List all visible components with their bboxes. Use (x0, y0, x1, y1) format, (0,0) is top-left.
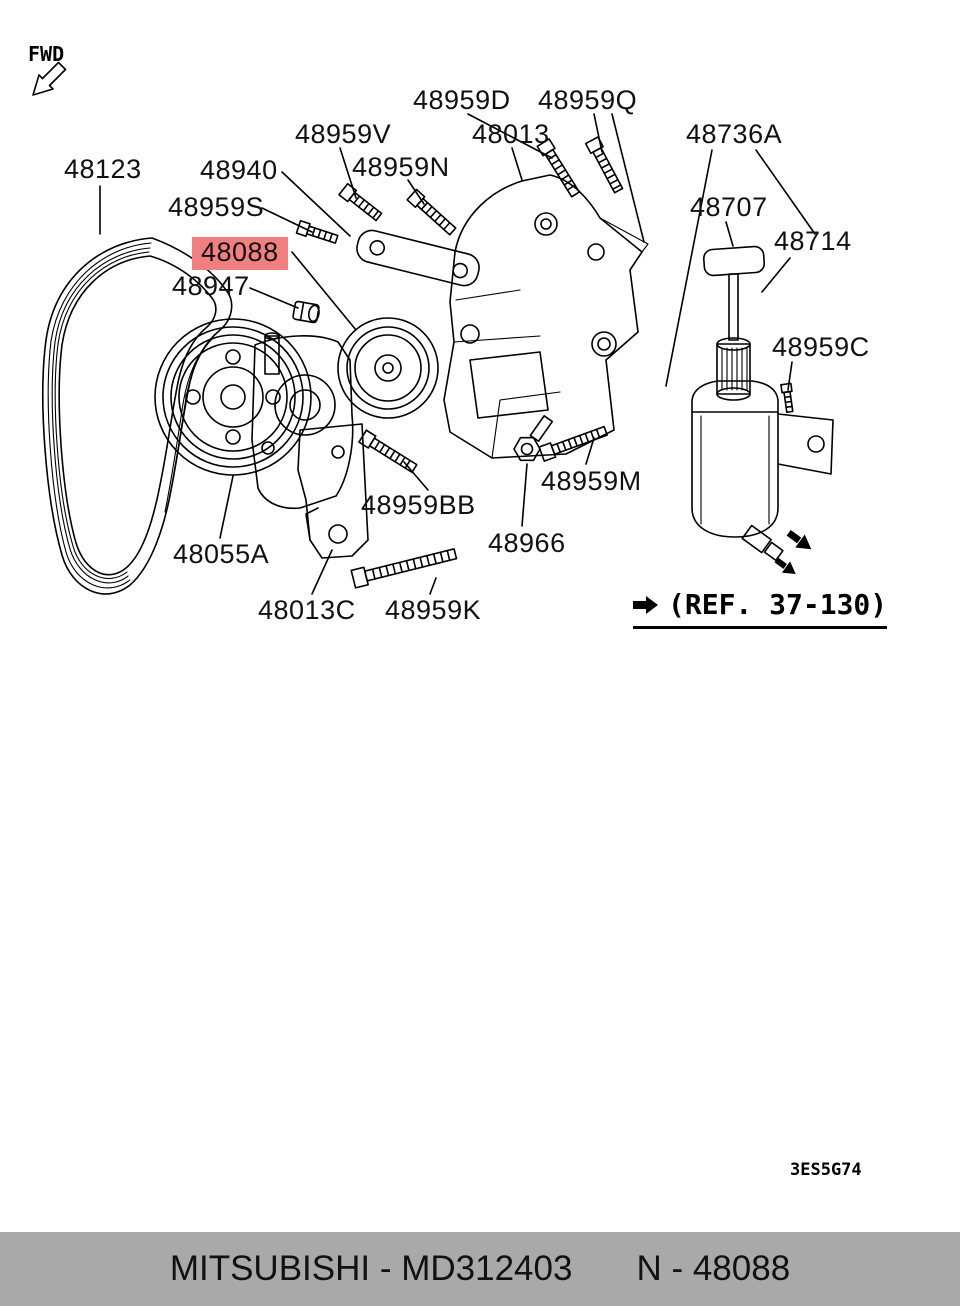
bolt-48959v-drawing (338, 182, 383, 222)
ref-arrow-icon (633, 595, 658, 614)
part-label-48959V: 48959V (295, 119, 392, 149)
fwd-arrow-icon (32, 61, 67, 96)
bolt-48959n-drawing (406, 188, 457, 236)
fitting-48947-drawing (292, 300, 320, 324)
bolt-48959q-drawing (584, 136, 624, 194)
bolt-48959bb-drawing (358, 429, 418, 474)
part-label-48714: 48714 (774, 226, 852, 256)
part-label-48707: 48707 (690, 192, 768, 222)
leader-lines (99, 113, 816, 595)
part-label-48959N: 48959N (352, 152, 450, 182)
part-label-48055A: 48055A (173, 539, 270, 569)
part-label-48940: 48940 (200, 155, 278, 185)
bolt-48959s-drawing (295, 219, 339, 244)
part-label-48959Q: 48959Q (538, 85, 638, 115)
bolt-48959k-drawing (350, 548, 458, 589)
footer-part-ref: N - 48088 (636, 1249, 791, 1288)
part-label-48959K: 48959K (385, 595, 482, 625)
ref-note-text: (REF. 37-130) (668, 588, 888, 621)
footer-manufacturer-part: MITSUBISHI - MD312403 (169, 1249, 573, 1288)
reference-note: (REF. 37-130) (633, 588, 888, 629)
flow-arrow-icon (774, 557, 796, 575)
pump-pulley-drawing (154, 318, 312, 476)
pump-body-drawing (251, 332, 354, 510)
part-label-48959C: 48959C (772, 332, 870, 362)
bolt-48959d-drawing (536, 138, 581, 198)
pump-bracket-plate-drawing (297, 423, 369, 559)
idler-pulley-drawing (337, 317, 439, 419)
part-label-48959BB: 48959BB (361, 490, 476, 520)
parts-diagram-drawing (32, 61, 834, 595)
part-label-48013: 48013 (472, 119, 550, 149)
part-label-48947: 48947 (172, 271, 250, 301)
footer-bar: MITSUBISHI - MD312403 N - 48088 (0, 1232, 960, 1306)
drawing-code: 3ES5G74 (790, 1160, 862, 1180)
part-label-48088-highlighted: 48088 (192, 237, 288, 270)
belt-drawing (42, 237, 233, 595)
part-label-48123: 48123 (64, 154, 142, 184)
stay-plate-drawing (356, 229, 480, 287)
bolt-48959c-drawing (780, 382, 794, 414)
bolt-48966-drawing (513, 415, 554, 462)
bolt-48959m-drawing (538, 425, 608, 462)
part-label-48959S: 48959S (168, 192, 265, 222)
part-label-48959M: 48959M (541, 466, 642, 496)
part-label-48013C: 48013C (258, 595, 356, 625)
part-label-48736A: 48736A (686, 119, 783, 149)
main-bracket-drawing (443, 174, 649, 459)
part-label-48966: 48966 (488, 528, 566, 558)
flow-arrow-icon (786, 529, 812, 550)
reservoir-drawing (691, 245, 834, 575)
fwd-label: FWD (28, 42, 65, 66)
part-label-48959D: 48959D (413, 85, 511, 115)
